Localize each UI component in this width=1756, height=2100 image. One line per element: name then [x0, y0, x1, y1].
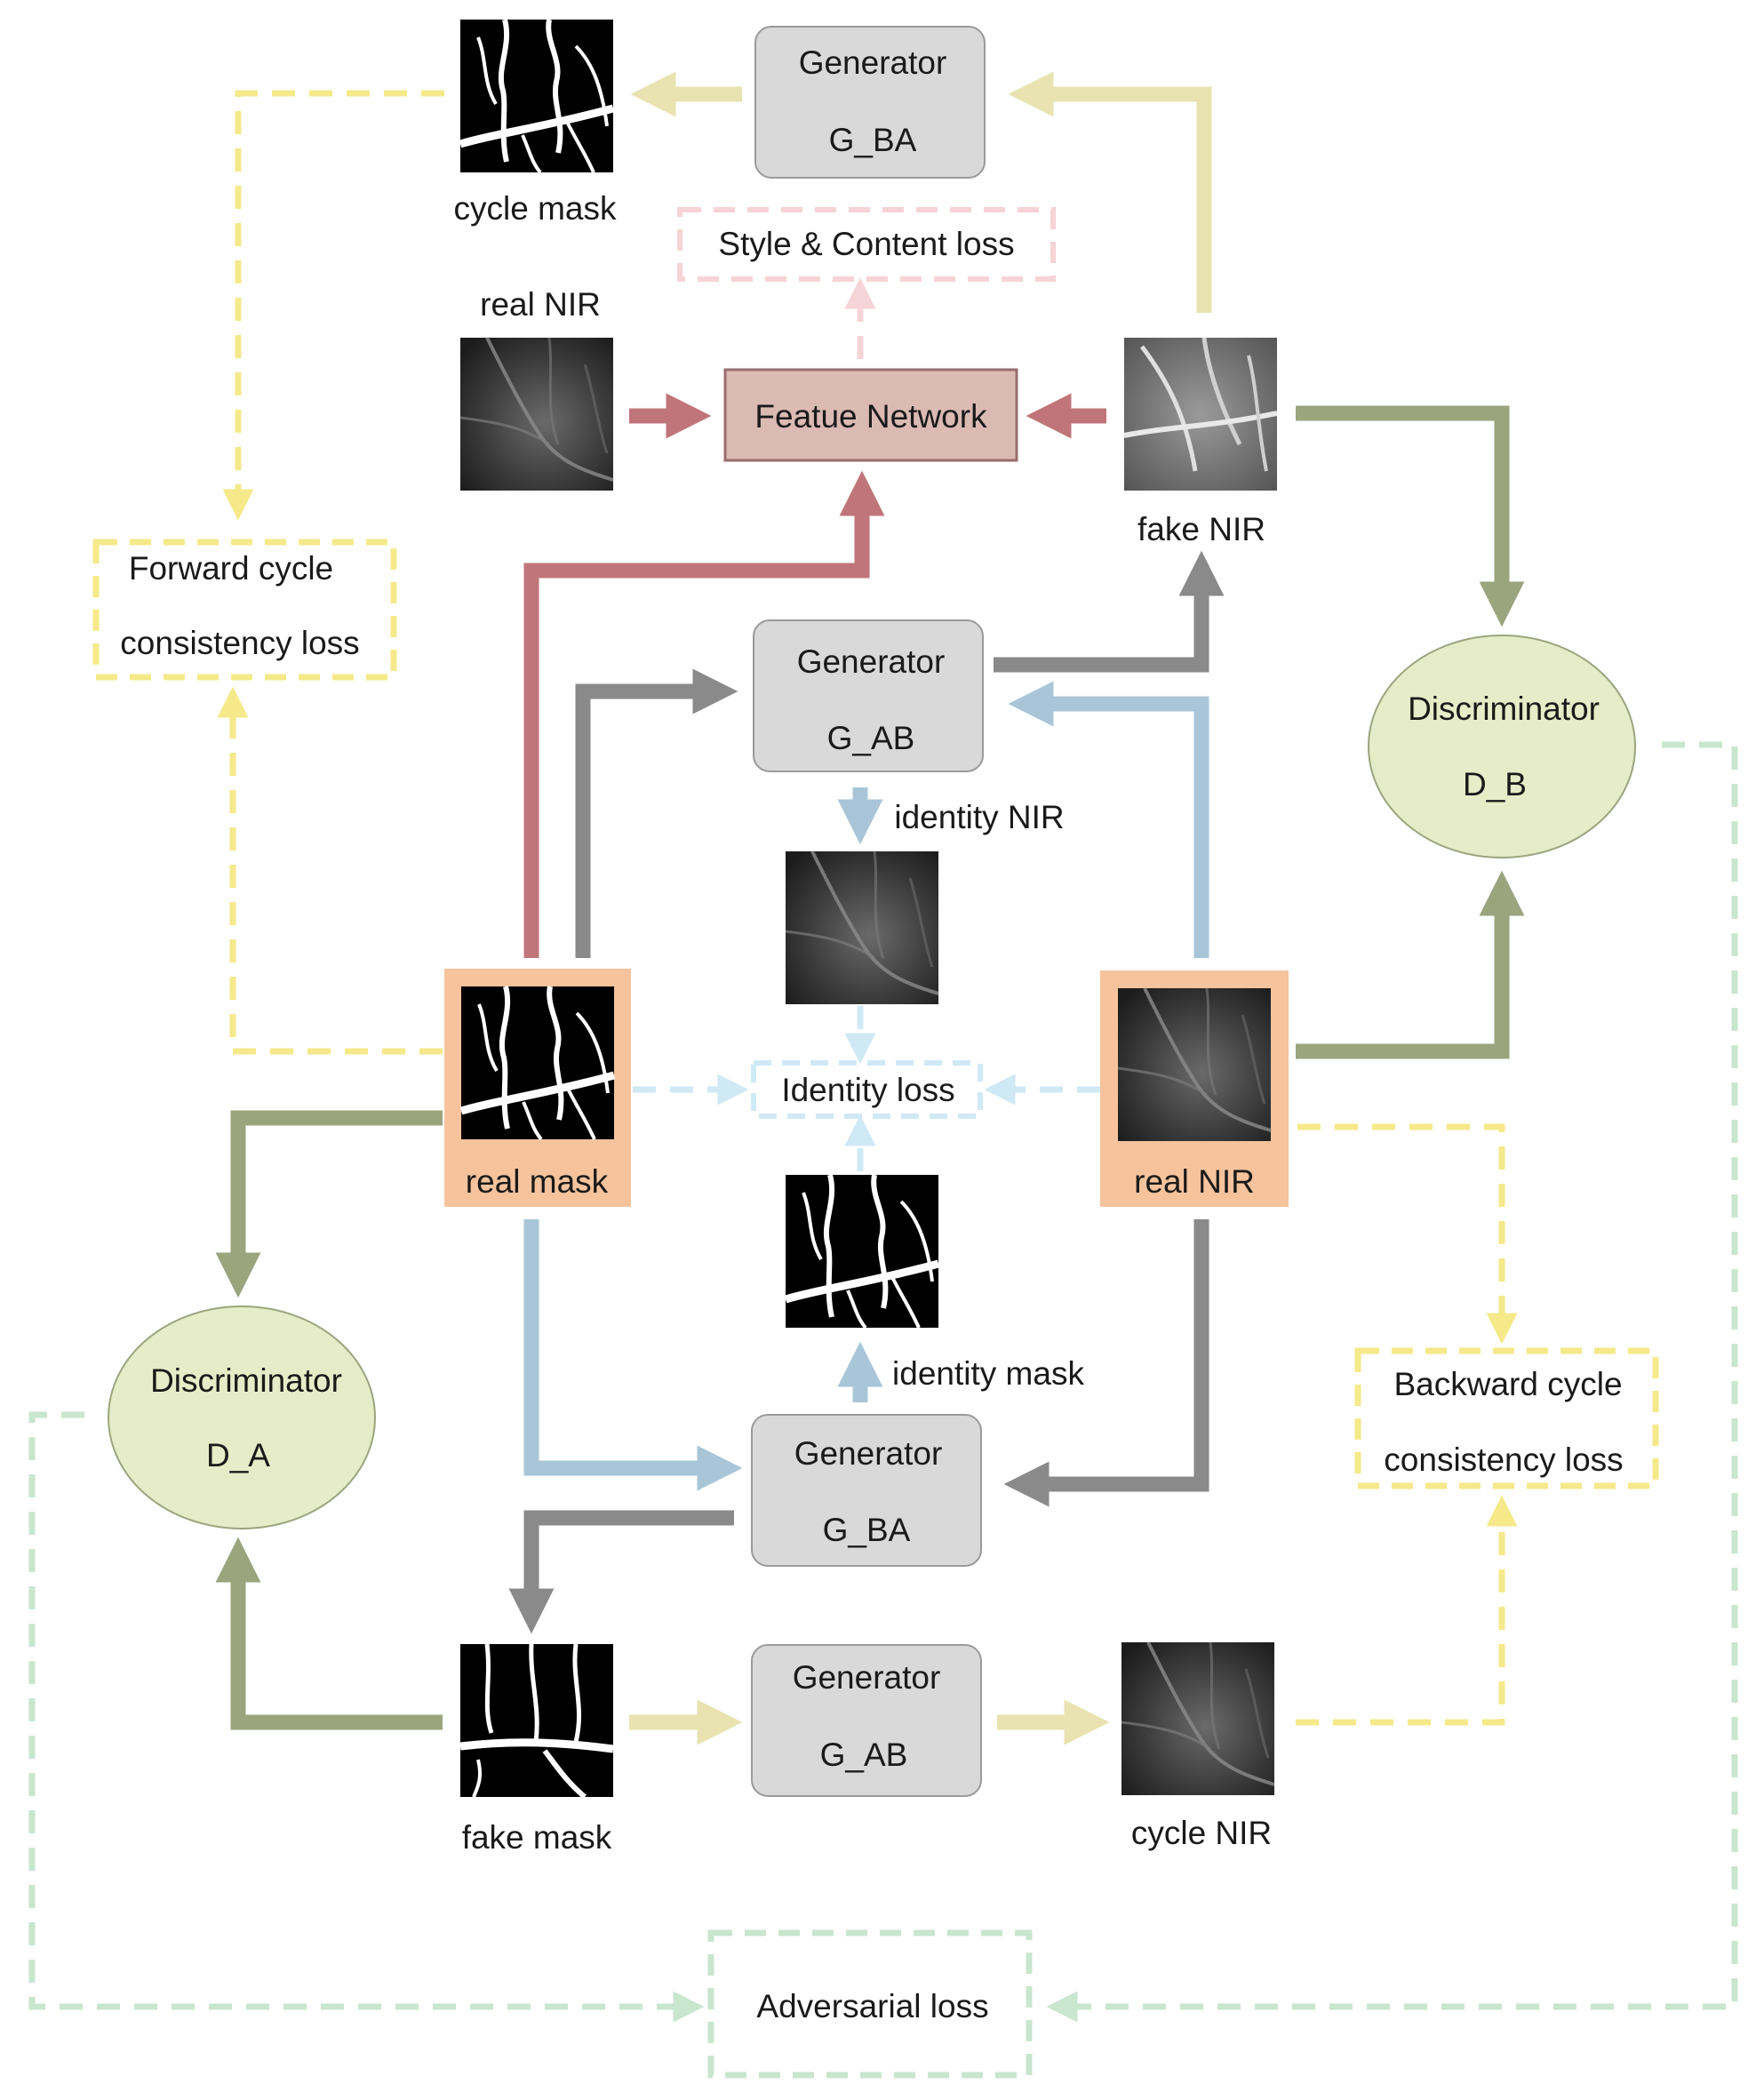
real-mask-frame: real mask	[444, 969, 631, 1207]
generator-id: G_BA	[829, 122, 917, 158]
real-mask-to-forward-loss	[217, 686, 443, 1055]
forward-cycle-loss-box: Forward cycle consistency loss	[92, 539, 397, 681]
feature-network: Featue Network	[723, 368, 1018, 462]
generator-id: G_BA	[823, 1512, 911, 1548]
adversarial-loss-label: Adversarial loss	[756, 1988, 988, 2024]
real-nir-top-image	[459, 336, 615, 492]
real-mask-to-gen-ab-mid	[575, 668, 738, 958]
generator-g-ab-mid: Generator G_AB	[753, 619, 984, 772]
identity-loss-label: Identity loss	[781, 1072, 954, 1108]
forward-cycle-loss-label-2: consistency loss	[120, 625, 359, 661]
loss-connectors	[28, 90, 1738, 2023]
gen-ab-mid-to-fake-nir	[994, 550, 1225, 673]
generator-g-ab-bot: Generator G_AB	[751, 1644, 982, 1797]
discriminator-id: D_A	[206, 1437, 270, 1473]
real-nir-to-backward-loss	[1297, 1123, 1518, 1345]
real-nir-to-disc-b	[1296, 870, 1525, 1059]
backward-cycle-loss-label-1: Backward cycle	[1393, 1366, 1622, 1402]
real-mask-image	[461, 986, 614, 1139]
identity-mask-label: identity mask	[892, 1355, 1084, 1392]
real-mask-to-gen-ba-bot	[523, 1219, 743, 1491]
flow-arrows	[215, 71, 1525, 1745]
fake-mask-image	[459, 1643, 614, 1800]
generator-title: Generator	[799, 44, 947, 81]
discriminator-title: Discriminator	[1408, 691, 1600, 727]
discriminator-d-b: Discriminator D_B	[1368, 635, 1636, 858]
generator-title: Generator	[793, 1659, 941, 1696]
identity-nir-label: identity NIR	[894, 799, 1064, 835]
fake-nir-to-gen-ba-top	[1008, 71, 1212, 313]
cycle-nir-image	[1120, 1641, 1276, 1797]
disc-a-to-adversarial	[28, 1411, 705, 2023]
cycle-mask-label: cycle mask	[454, 190, 617, 227]
backward-cycle-loss-label-2: consistency loss	[1384, 1441, 1623, 1478]
real-nir-image	[1116, 986, 1273, 1143]
generator-title: Generator	[797, 643, 946, 680]
generator-id: G_AB	[820, 1737, 908, 1773]
identity-nir-image	[784, 850, 940, 1006]
cycle-mask-image	[460, 20, 613, 172]
discriminator-d-a: Discriminator D_A	[108, 1306, 376, 1529]
generator-title: Generator	[794, 1435, 943, 1472]
discriminator-id: D_B	[1463, 766, 1527, 802]
forward-cycle-loss-label-1: Forward cycle	[129, 550, 333, 587]
cycle-nir-label: cycle NIR	[1131, 1815, 1272, 1851]
style-content-loss-box: Style & Content loss	[677, 207, 1056, 282]
fake-mask-label: fake mask	[462, 1819, 612, 1856]
style-content-loss-label: Style & Content loss	[718, 226, 1014, 262]
feature-network-label: Featue Network	[754, 398, 987, 435]
fake-nir-to-disc-b	[1296, 405, 1525, 627]
generator-id: G_AB	[827, 720, 915, 756]
real-nir-to-gen-ba-bot	[1003, 1219, 1209, 1507]
real-nir-frame: real NIR	[1100, 970, 1289, 1207]
identity-mask-image	[786, 1175, 938, 1328]
real-mask-to-disc-a	[215, 1110, 443, 1298]
real-nir-label: real NIR	[1134, 1163, 1255, 1200]
generator-g-ba-bot: Generator G_BA	[751, 1414, 982, 1567]
backward-cycle-loss-box: Backward cycle consistency loss	[1354, 1347, 1659, 1489]
identity-loss-box: Identity loss	[751, 1060, 983, 1119]
real-mask-to-feature	[523, 470, 885, 958]
real-mask-label: real mask	[466, 1163, 609, 1200]
fake-nir-image	[1123, 337, 1278, 491]
real-nir-top-label: real NIR	[480, 286, 601, 323]
real-nir-to-gen-ab-mid	[1008, 681, 1209, 958]
fake-nir-label: fake NIR	[1137, 511, 1265, 547]
generator-g-ba-top: Generator G_BA	[754, 26, 986, 179]
fake-mask-to-disc-a	[215, 1537, 443, 1730]
discriminator-title: Discriminator	[150, 1362, 342, 1399]
adversarial-loss-box: Adversarial loss	[707, 1929, 1033, 2079]
gen-ba-bot-to-fake-mask	[508, 1510, 734, 1634]
cycle-mask-to-forward-loss	[222, 90, 444, 521]
cycle-nir-to-backward-loss	[1296, 1495, 1518, 1726]
